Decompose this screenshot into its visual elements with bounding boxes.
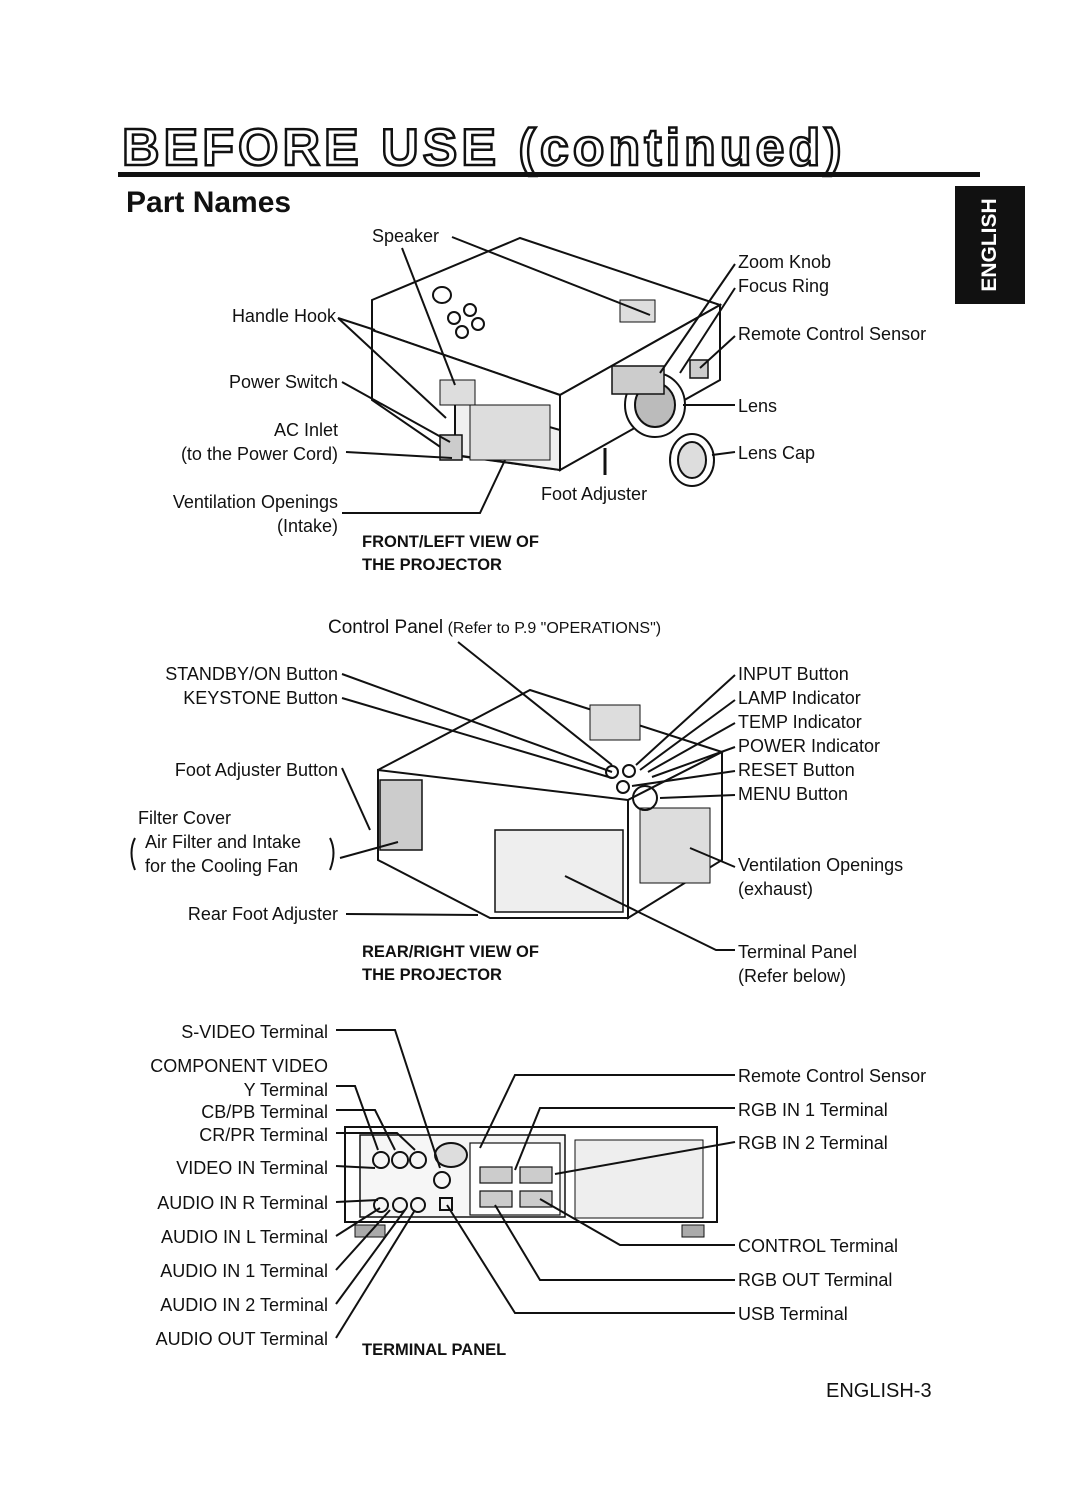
page-title: BEFORE USE (continued) bbox=[121, 118, 846, 179]
label-reset-button: RESET Button bbox=[738, 760, 855, 780]
label-y-terminal: Y Terminal bbox=[243, 1080, 328, 1100]
label-foot-adjuster: Foot Adjuster bbox=[541, 484, 648, 504]
label-audio-in-2: AUDIO IN 2 Terminal bbox=[160, 1295, 328, 1315]
label-power-switch: Power Switch bbox=[228, 372, 338, 392]
label-ac-inlet: AC Inlet bbox=[273, 420, 338, 440]
label-zoom-knob: Zoom Knob bbox=[738, 252, 832, 272]
label-rgb-in-1: RGB IN 1 Terminal bbox=[738, 1100, 888, 1120]
front-projector-illustration bbox=[371, 236, 723, 487]
label-terminal-panel-sub: (Refer below) bbox=[738, 966, 847, 986]
label-video-in-terminal: VIDEO IN Terminal bbox=[176, 1158, 328, 1178]
label-ventilation-exhaust: Ventilation Openings bbox=[738, 855, 904, 875]
label-control-panel-ref: (Refer to P.9 "OPERATIONS") bbox=[447, 620, 662, 637]
caption-front-view-1: FRONT/LEFT VIEW OF bbox=[362, 533, 539, 551]
label-keystone: KEYSTONE Button bbox=[183, 688, 338, 708]
language-tab: ENGLISH bbox=[955, 186, 1025, 304]
label-rear-foot-adjuster: Rear Foot Adjuster bbox=[187, 904, 338, 924]
label-handle-hook: Handle Hook bbox=[231, 306, 336, 326]
label-air-filter-2: for the Cooling Fan bbox=[145, 856, 299, 876]
caption-rear-view-2: THE PROJECTOR bbox=[362, 966, 502, 984]
label-cr-pr-terminal: CR/PR Terminal bbox=[199, 1125, 328, 1145]
label-remote-sensor-panel: Remote Control Sensor bbox=[738, 1066, 927, 1086]
label-control-terminal: CONTROL Terminal bbox=[738, 1236, 899, 1256]
label-power-indicator: POWER Indicator bbox=[738, 736, 881, 756]
label-focus-ring: Focus Ring bbox=[738, 276, 830, 296]
label-standby-on: STANDBY/ON Button bbox=[165, 664, 338, 684]
control-panel-heading: Control Panel (Refer to P.9 "OPERATIONS"… bbox=[328, 617, 661, 639]
label-speaker: Speaker bbox=[372, 226, 440, 246]
label-terminal-panel: Terminal Panel bbox=[738, 942, 858, 962]
label-audio-in-l: AUDIO IN L Terminal bbox=[160, 1227, 328, 1247]
caption-front-view-2: THE PROJECTOR bbox=[362, 556, 502, 574]
caption-terminal-panel: TERMINAL PANEL bbox=[362, 1341, 507, 1359]
label-svideo-terminal: S-VIDEO Terminal bbox=[181, 1022, 328, 1042]
label-ac-inlet-sub: (to the Power Cord) bbox=[180, 444, 338, 464]
label-ventilation-exhaust-sub: (exhaust) bbox=[738, 879, 814, 899]
title-rule bbox=[118, 172, 980, 177]
label-foot-adjuster-button: Foot Adjuster Button bbox=[174, 760, 338, 780]
label-lamp-indicator: LAMP Indicator bbox=[738, 688, 861, 708]
label-menu-button: MENU Button bbox=[738, 784, 849, 804]
page-number: ENGLISH-3 bbox=[826, 1380, 932, 1402]
label-rgb-out: RGB OUT Terminal bbox=[738, 1270, 893, 1290]
label-remote-sensor-front: Remote Control Sensor bbox=[738, 324, 927, 344]
label-cb-pb-terminal: CB/PB Terminal bbox=[201, 1102, 328, 1122]
label-ventilation-intake: Ventilation Openings bbox=[172, 492, 338, 512]
label-input-button: INPUT Button bbox=[738, 664, 849, 684]
label-component-video: COMPONENT VIDEO bbox=[150, 1056, 328, 1076]
label-ventilation-intake-sub: (Intake) bbox=[276, 516, 338, 536]
label-temp-indicator: TEMP Indicator bbox=[738, 712, 862, 732]
label-lens-cap: Lens Cap bbox=[738, 443, 816, 463]
label-audio-in-r: AUDIO IN R Terminal bbox=[157, 1193, 328, 1213]
caption-rear-view-1: REAR/RIGHT VIEW OF bbox=[362, 943, 539, 961]
label-usb-terminal: USB Terminal bbox=[738, 1304, 848, 1324]
label-filter-cover: Filter Cover bbox=[138, 808, 232, 828]
label-lens: Lens bbox=[738, 396, 778, 416]
terminal-panel-illustration bbox=[344, 1126, 718, 1238]
label-air-filter-1: Air Filter and Intake bbox=[145, 832, 302, 852]
label-control-panel: Control Panel bbox=[328, 617, 444, 638]
label-rgb-in-2: RGB IN 2 Terminal bbox=[738, 1133, 888, 1153]
section-title: Part Names bbox=[126, 186, 292, 219]
label-audio-in-1: AUDIO IN 1 Terminal bbox=[160, 1261, 328, 1281]
label-audio-out: AUDIO OUT Terminal bbox=[155, 1329, 328, 1349]
